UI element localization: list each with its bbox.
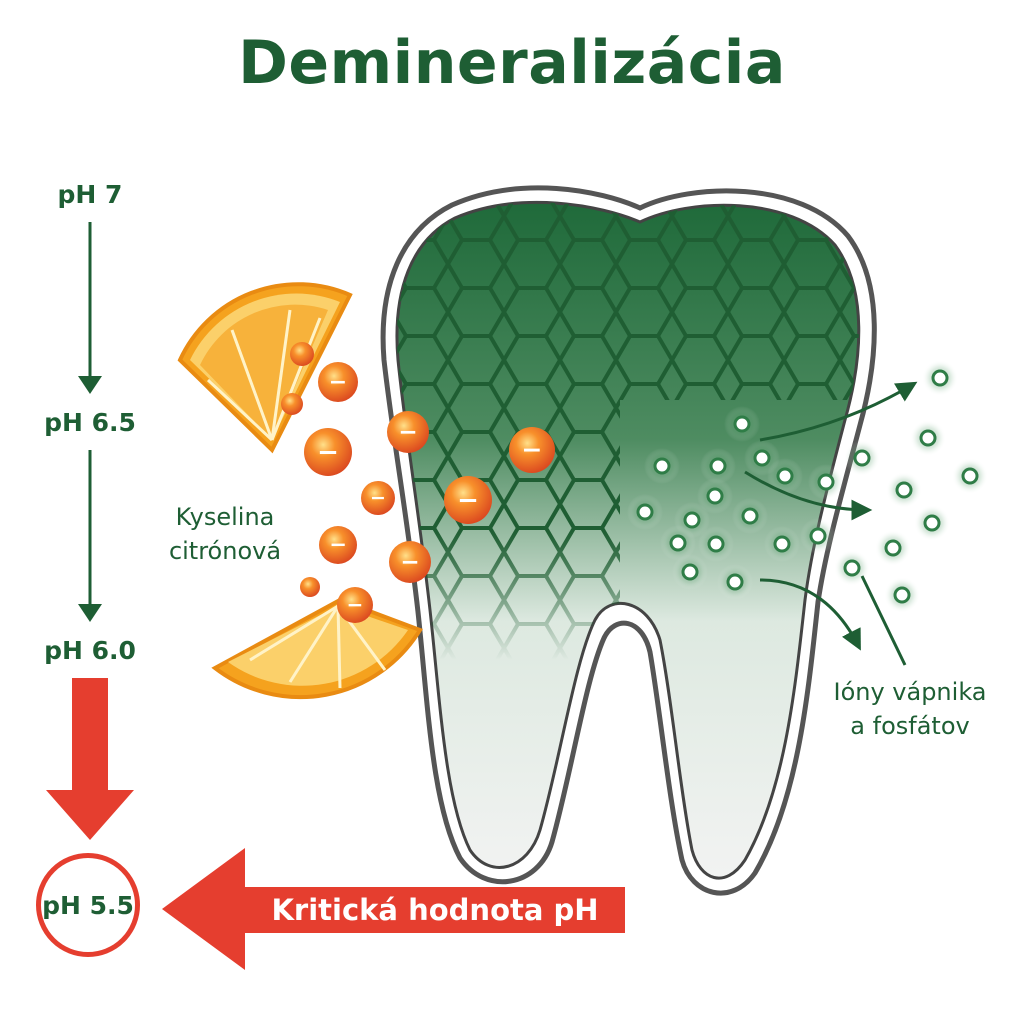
orange-slice-bottom-icon: [211, 597, 423, 700]
mineral-ion: [636, 503, 654, 521]
mineral-ion: [669, 534, 687, 552]
acid-ion: [319, 526, 357, 564]
ions-label-line2: a fosfátov: [850, 712, 970, 740]
acid-ion-minus-sign: −: [522, 435, 543, 464]
acid-ion-minus-sign: −: [317, 437, 339, 467]
mineral-ion: [773, 535, 791, 553]
ion-arrow-2: [744, 470, 873, 521]
acid-ion: [281, 393, 303, 415]
acid-ion-minus-sign: −: [370, 487, 386, 509]
mineral-ion: [923, 514, 941, 532]
critical-arrow-down: [46, 678, 134, 840]
ions-label-line1: Ióny vápnika: [833, 678, 987, 706]
mineral-ions: [627, 360, 988, 613]
mineral-ion: [895, 481, 913, 499]
mineral-ion: [853, 449, 871, 467]
mineral-ion: [893, 586, 911, 604]
mineral-ion: [706, 487, 724, 505]
mineral-ion: [741, 507, 759, 525]
mineral-ion: [753, 449, 771, 467]
ions-label-pointer: [860, 575, 907, 666]
acid-ion: [361, 481, 395, 515]
mineral-ion: [961, 467, 979, 485]
ph-critical-circle: pH 5.5: [36, 853, 140, 957]
acid-ion: [290, 342, 314, 366]
mineral-ion: [726, 573, 744, 591]
ph-level-6-5: pH 6.5: [44, 408, 136, 437]
acid-ion: [509, 427, 555, 473]
critical-ph-label: Kritická hodnota pH: [271, 893, 599, 927]
mineral-ion: [707, 535, 725, 553]
ions-label: Ióny vápnika a fosfátov: [820, 675, 1000, 743]
acid-ion-minus-sign: −: [347, 592, 364, 616]
acid-ion-minus-sign: −: [329, 370, 347, 395]
acid-ion: [337, 587, 373, 623]
acid-ion: [300, 577, 320, 597]
acid-ions: − − − − − − − − −: [281, 342, 555, 623]
mineral-ion: [709, 457, 727, 475]
acid-label-line1: Kyselina: [175, 503, 275, 531]
acid-ion: [387, 411, 429, 453]
acid-ion: [304, 428, 352, 476]
critical-arrow-left: [162, 848, 625, 970]
mineral-ion: [681, 563, 699, 581]
acid-ion: [444, 476, 492, 524]
acid-ion-minus-sign: −: [400, 549, 419, 575]
acid-label-line2: citrónová: [168, 537, 282, 565]
acid-ion-minus-sign: −: [398, 419, 417, 445]
mineral-ion: [817, 473, 835, 491]
acid-ion: [318, 362, 358, 402]
mineral-ion: [733, 415, 751, 433]
ph-level-6-0: pH 6.0: [44, 636, 136, 665]
mineral-ion: [653, 457, 671, 475]
ph-level-7: pH 7: [57, 180, 123, 209]
acid-label: Kyselina citrónová: [155, 500, 295, 568]
mineral-ion: [931, 369, 949, 387]
enamel-hex-structure: [396, 202, 859, 660]
acid-ion-minus-sign: −: [457, 485, 479, 515]
mineral-ion: [843, 559, 861, 577]
acid-ion-minus-sign: −: [329, 533, 347, 557]
mineral-ion: [683, 511, 701, 529]
ion-arrow-1: [759, 381, 918, 442]
orange-slice-top-icon: [177, 282, 353, 454]
ion-arrow-3: [759, 578, 861, 651]
mineral-ion: [884, 539, 902, 557]
mineral-ion: [776, 467, 794, 485]
ion-release-arrows: [744, 381, 918, 651]
mineral-ion: [809, 527, 827, 545]
mineral-ion: [919, 429, 937, 447]
acid-ion: [389, 541, 431, 583]
page-title: Demineralizácia: [238, 28, 786, 98]
